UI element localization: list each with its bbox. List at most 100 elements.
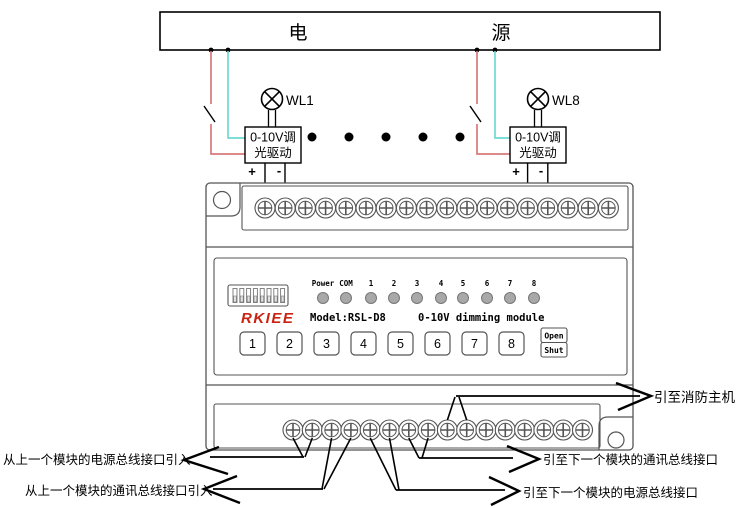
screw-terminal-icon bbox=[340, 419, 362, 441]
power-in-pointer-lines bbox=[292, 437, 314, 458]
driver8-plus-label: + bbox=[512, 164, 520, 179]
channel-button-6 bbox=[424, 331, 451, 356]
led-indicators: Power COM 1 2 3 4 5 6 7 8 bbox=[312, 279, 540, 304]
button-label: 8 bbox=[508, 337, 515, 351]
led-label: 3 bbox=[415, 279, 420, 288]
power-out-arrowhead-icon bbox=[488, 475, 522, 507]
screw-terminal-icon bbox=[359, 419, 382, 441]
comm-in-label: 从上一个模块的通讯总线接口引入 bbox=[25, 483, 213, 498]
dip-switch bbox=[227, 284, 289, 307]
ellipsis-dots bbox=[307, 132, 465, 142]
screw-terminal-icon bbox=[516, 197, 539, 219]
annotation-power-out: 引至下一个模块的电源总线接口 bbox=[369, 437, 698, 507]
screw-terminal-icon bbox=[552, 419, 575, 441]
fire-host-arrowhead-icon bbox=[615, 381, 655, 412]
led-label: 2 bbox=[392, 279, 397, 288]
screw-terminal-icon bbox=[320, 419, 343, 441]
fire-host-label: 引至消防主机 bbox=[654, 390, 735, 405]
annotation-comm-in: 从上一个模块的通讯总线接口引入 bbox=[25, 437, 352, 505]
circuit-wl1: WL1 0-10V调 光驱动 + - bbox=[203, 51, 314, 201]
brand-logo: RKIEE bbox=[241, 310, 294, 327]
front-panel: RKIEE Power COM 1 2 3 4 5 6 7 8 bbox=[213, 257, 628, 376]
screw-terminal-icon bbox=[435, 197, 458, 219]
switch-right-icon bbox=[469, 105, 482, 123]
switch-left-icon bbox=[203, 105, 216, 123]
channel-led-icon bbox=[457, 292, 469, 304]
driver1-plus-label: + bbox=[248, 164, 256, 179]
dip-pin-icon bbox=[252, 288, 258, 303]
power-label-left: 电 bbox=[288, 22, 307, 44]
driver-box-8 bbox=[509, 126, 567, 164]
module-name-label: 0-10V dimming module bbox=[418, 312, 544, 324]
channel-led-icon bbox=[411, 292, 423, 304]
led-label: 6 bbox=[485, 279, 490, 288]
channel-led-icon bbox=[365, 292, 377, 304]
annotation-power-in: 从上一个模块的电源总线接口引入 bbox=[3, 437, 314, 476]
screw-terminal-icon bbox=[436, 419, 459, 441]
lamp-wl8-label: WL8 bbox=[552, 93, 580, 108]
screw-terminal-icon bbox=[455, 419, 478, 441]
neutral-wire-left bbox=[227, 51, 245, 139]
screw-terminal-icon bbox=[395, 197, 418, 219]
driver-box-1 bbox=[244, 126, 302, 164]
button-label: 1 bbox=[249, 337, 256, 351]
power-out-pointer-lines bbox=[369, 437, 400, 491]
screw-terminal-icon bbox=[334, 197, 357, 219]
dip-pin-icon bbox=[246, 288, 252, 303]
power-out-label: 引至下一个模块的电源总线接口 bbox=[523, 485, 698, 500]
screw-terminal-icon bbox=[476, 197, 499, 219]
mounting-ear-bottom-right bbox=[598, 416, 633, 450]
bottom-terminal-strip bbox=[213, 403, 601, 449]
screw-terminal-icon bbox=[475, 419, 497, 441]
channel-led-icon bbox=[388, 292, 400, 304]
screw-terminal-icon bbox=[494, 419, 517, 441]
button-label: 7 bbox=[471, 337, 478, 351]
channel-button-5 bbox=[387, 331, 414, 356]
driver8-minus-label: - bbox=[539, 163, 543, 178]
dip-pin-icon bbox=[232, 288, 238, 303]
fire-host-pointer-lines bbox=[446, 396, 468, 421]
mounting-ear-top-left bbox=[206, 183, 241, 217]
open-shut-buttons: Open Shut bbox=[540, 327, 568, 358]
screw-terminal-icon bbox=[254, 197, 276, 219]
dip-pin-icon bbox=[239, 288, 245, 303]
shut-label: Shut bbox=[544, 346, 563, 355]
screw-terminal-icon bbox=[415, 197, 438, 219]
lamp-wl1-icon bbox=[260, 87, 284, 111]
screw-terminal-icon bbox=[417, 419, 439, 441]
channel-button-3 bbox=[313, 331, 340, 356]
channel-led-icon bbox=[528, 292, 540, 304]
lamp-wl8-icon bbox=[526, 87, 550, 111]
live-wire-left-lower bbox=[210, 124, 245, 155]
screw-terminal-icon bbox=[496, 197, 519, 219]
screw-terminal-icon bbox=[397, 419, 420, 441]
lamp-wl1-leads bbox=[267, 110, 277, 127]
led-label: 5 bbox=[461, 279, 466, 288]
button-label: 2 bbox=[286, 337, 293, 351]
driver8-line1: 0-10V调 bbox=[515, 131, 561, 145]
screw-terminal-icon bbox=[314, 197, 337, 219]
power-led-icon bbox=[317, 292, 329, 304]
led-label: 7 bbox=[508, 279, 513, 288]
dip-pin-icon bbox=[266, 288, 272, 303]
button-label: 3 bbox=[323, 337, 330, 351]
driver8-line2: 光驱动 bbox=[519, 146, 557, 160]
power-in-arrowhead-icon bbox=[180, 445, 229, 476]
power-label-right: 源 bbox=[491, 22, 510, 44]
annotation-fire-host: 引至消防主机 bbox=[446, 381, 735, 421]
screw-terminal-icon bbox=[557, 197, 579, 219]
driver1-line1: 0-10V调 bbox=[250, 131, 296, 145]
annotation-comm-out: 引至下一个模块的通讯总线接口 bbox=[408, 437, 718, 474]
driver1-line2: 光驱动 bbox=[254, 146, 292, 160]
channel-led-icon bbox=[481, 292, 493, 304]
screw-terminal-icon bbox=[597, 197, 620, 219]
screw-terminal-icon bbox=[355, 197, 377, 219]
screw-terminal-icon bbox=[456, 197, 478, 219]
mounting-hole-icon bbox=[212, 190, 232, 210]
screw-terminal-icon bbox=[571, 419, 594, 441]
screw-terminal-icon bbox=[294, 197, 317, 219]
channel-button-2 bbox=[276, 331, 303, 356]
led-label: 4 bbox=[439, 279, 444, 288]
module-body: RKIEE Power COM 1 2 3 4 5 6 7 8 bbox=[205, 182, 634, 451]
